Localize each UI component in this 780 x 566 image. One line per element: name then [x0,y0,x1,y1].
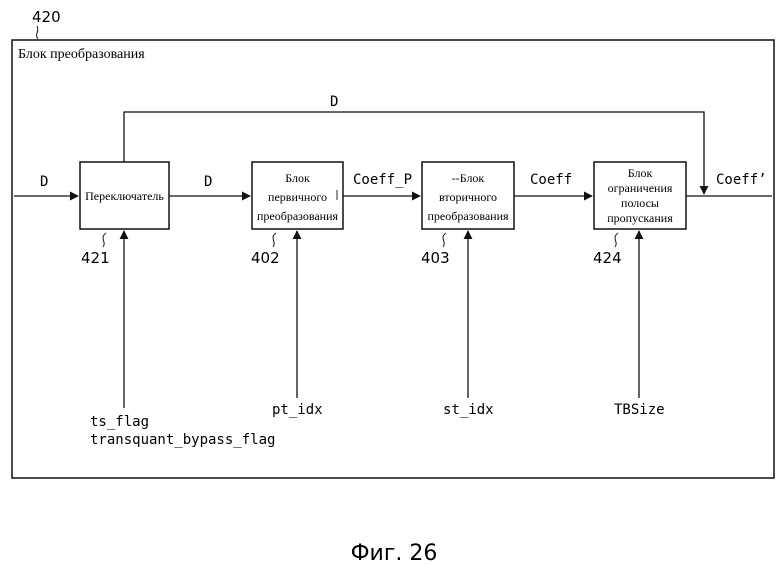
signal-after-primary-label: Coeff_P [353,172,412,188]
primary-block-line-2: первичного [268,190,327,204]
ref-leader-424 [615,233,618,247]
ref-leader-403 [443,233,446,247]
signal-bypass-label: D [330,94,338,110]
ref-number-420: 420 [32,8,61,26]
control-ts-flag-label: ts_flag [90,414,149,430]
signal-after-switch-label: D [204,174,212,190]
band-limit-block-line-2: ограничения [608,181,673,195]
primary-block-line-1: Блок [285,171,310,185]
secondary-block-line-2: вторичного [439,190,497,204]
ref-number-421: 421 [81,249,110,267]
band-limit-block-line-1: Блок [628,166,653,180]
ref-number-402: 402 [251,249,280,267]
primary-block-line-3: преобразования [257,209,339,223]
control-tbsize-label: TBSize [614,402,665,418]
signal-output-label: Coeff’ [716,172,767,188]
band-limit-block-line-3: полосы [621,196,659,210]
ref-leader-420 [37,26,38,39]
signal-after-secondary-label: Coeff [530,172,572,188]
ref-number-424: 424 [593,249,622,267]
ref-leader-421 [103,233,106,247]
figure-caption: Фиг. 26 [351,541,438,566]
control-pt-idx-label: pt_idx [272,402,323,418]
signal-input-label: D [40,174,48,190]
control-transquant-bypass-flag-label: transquant_bypass_flag [90,432,275,448]
secondary-block-line-1: --Блок [452,171,485,185]
band-limit-block-line-4: пропускания [607,211,673,225]
switch-block-label: Переключатель [85,189,164,203]
ref-number-403: 403 [421,249,450,267]
secondary-block-line-3: преобразования [427,209,509,223]
control-st-idx-label: st_idx [443,402,494,418]
outer-block-title: Блок преобразования [18,47,145,62]
ref-leader-402 [273,233,276,247]
